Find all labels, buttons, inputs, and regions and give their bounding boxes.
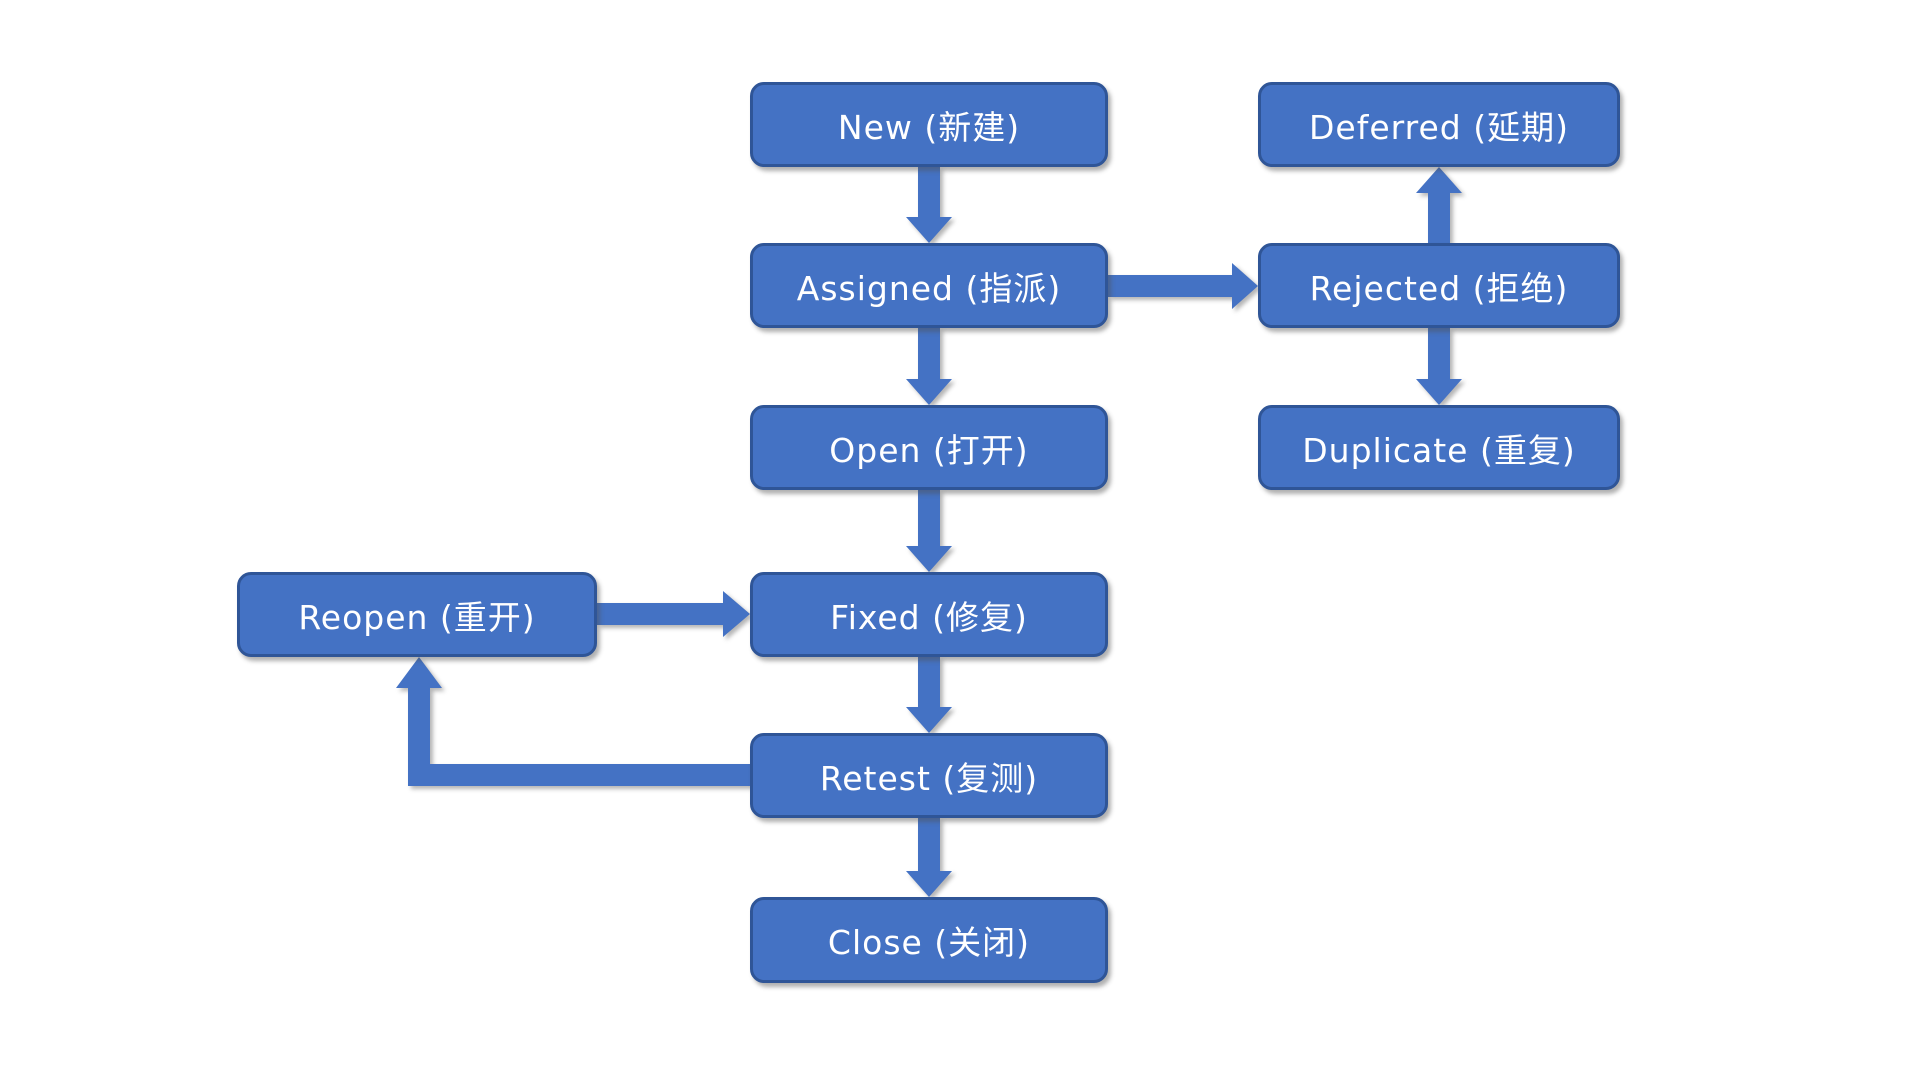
node-assigned-label: Assigned (指派)	[796, 268, 1062, 308]
node-reopen: Reopen (重开)	[237, 572, 597, 657]
arrow-open-to-fixed	[906, 490, 952, 572]
node-open: Open (打开)	[750, 405, 1108, 490]
node-duplicate: Duplicate (重复)	[1258, 405, 1620, 490]
arrow-assigned-to-rejected	[1108, 263, 1258, 309]
node-deferred: Deferred (延期)	[1258, 82, 1620, 167]
node-fixed-label: Fixed (修复)	[830, 597, 1028, 637]
node-open-label: Open (打开)	[829, 430, 1029, 470]
node-new: New (新建)	[750, 82, 1108, 167]
arrow-reopen-to-fixed	[597, 591, 750, 637]
arrow-new-to-assigned	[906, 167, 952, 243]
node-close: Close (关闭)	[750, 897, 1108, 983]
node-deferred-label: Deferred (延期)	[1309, 107, 1569, 147]
arrow-assigned-to-open	[906, 328, 952, 405]
arrow-fixed-to-retest	[906, 657, 952, 733]
arrow-retest-to-close	[906, 818, 952, 897]
node-rejected: Rejected (拒绝)	[1258, 243, 1620, 328]
node-assigned: Assigned (指派)	[750, 243, 1108, 328]
arrow-retest-to-reopen	[396, 657, 752, 786]
node-fixed: Fixed (修复)	[750, 572, 1108, 657]
node-retest-label: Retest (复测)	[819, 758, 1039, 798]
node-new-label: New (新建)	[837, 107, 1021, 147]
node-close-label: Close (关闭)	[827, 923, 1031, 962]
arrow-rejected-to-deferred	[1416, 167, 1462, 243]
arrow-rejected-to-duplicate	[1416, 328, 1462, 405]
node-duplicate-label: Duplicate (重复)	[1302, 430, 1576, 470]
node-rejected-label: Rejected (拒绝)	[1309, 268, 1569, 308]
node-retest: Retest (复测)	[750, 733, 1108, 818]
node-reopen-label: Reopen (重开)	[298, 597, 536, 637]
